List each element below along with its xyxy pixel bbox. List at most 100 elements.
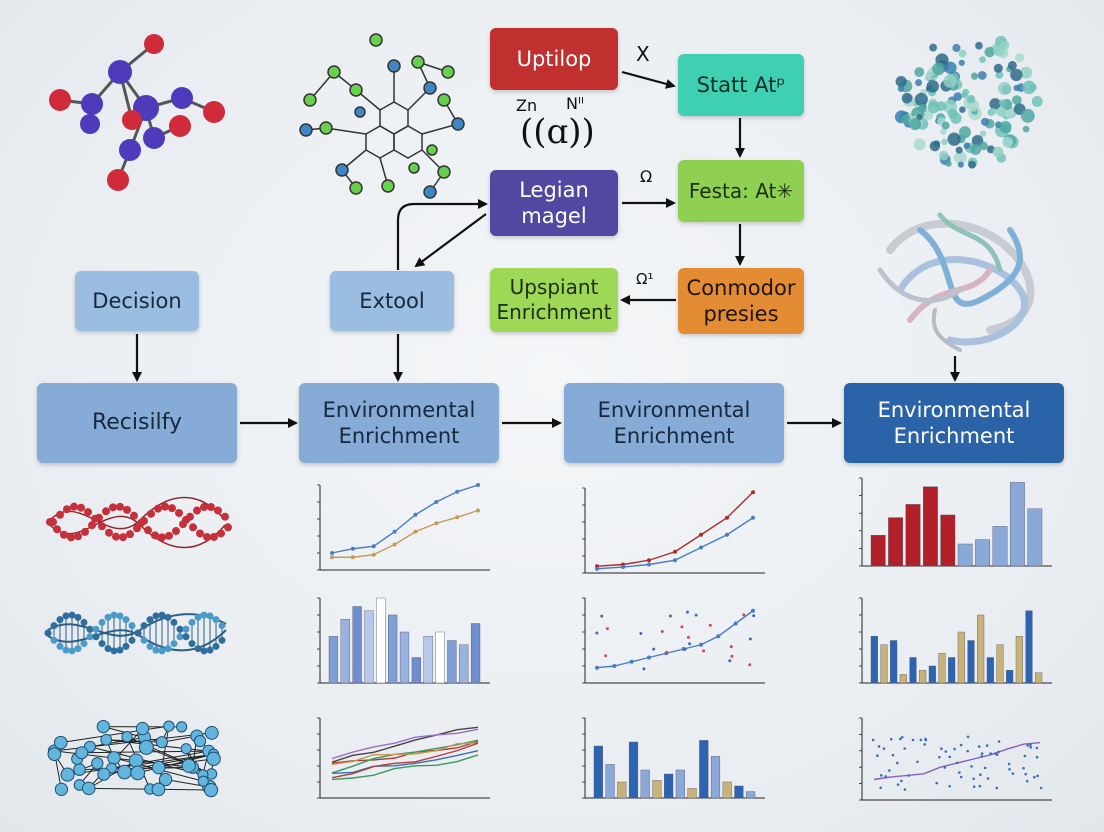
network-bead xyxy=(176,721,188,733)
protein-atom xyxy=(913,138,926,151)
red-bead xyxy=(105,528,113,537)
chart-scatter-point xyxy=(605,627,609,631)
chart-bar xyxy=(411,657,421,684)
chart-point xyxy=(434,500,439,504)
chart-bar xyxy=(977,614,985,684)
environmental-enrichment-box-1: Environmental Enrichment xyxy=(299,383,499,463)
chart-bar xyxy=(967,640,975,684)
blue-bead xyxy=(80,640,88,648)
chart-point xyxy=(392,542,397,547)
chart-bar xyxy=(905,504,921,567)
uptilop-box: Uptilop xyxy=(490,28,618,90)
conmodor-box: Conmodor presies xyxy=(678,268,804,334)
chart-scatter-point xyxy=(600,614,604,618)
protein-atom xyxy=(895,75,907,88)
chart-scatter-point xyxy=(752,614,756,618)
protein-atom xyxy=(897,85,905,93)
blue-bead xyxy=(104,613,112,621)
protein-atom xyxy=(970,144,982,155)
chart-scatter-point xyxy=(903,788,907,791)
red-bead xyxy=(102,507,110,516)
red-bead xyxy=(74,532,82,541)
network-bead xyxy=(91,757,104,770)
paren-a-label: ((ɑ)) xyxy=(520,112,595,152)
blue-bead xyxy=(62,646,70,654)
protein-atom xyxy=(1000,40,1010,50)
mini-charts xyxy=(317,477,1052,801)
protein-atom xyxy=(979,56,986,63)
chart-scatter-point xyxy=(1022,766,1025,770)
network-bead xyxy=(97,767,111,781)
blue-bead xyxy=(194,613,202,621)
network-bead xyxy=(73,763,86,776)
omega-label-2: Ω¹ xyxy=(636,270,654,288)
protein-atom xyxy=(901,114,911,124)
chart-scatter-point xyxy=(953,747,956,751)
protein-atom xyxy=(915,79,923,87)
blue-bead xyxy=(74,613,82,621)
blue-bead xyxy=(50,636,58,644)
protein-atom xyxy=(1002,136,1014,148)
chart-scatter-point xyxy=(900,779,903,783)
chart-scatter-point xyxy=(966,749,969,753)
chart-bar xyxy=(722,781,732,799)
chart-bar xyxy=(909,657,917,684)
chart-scatter-point xyxy=(660,630,664,634)
chart-scatter-point xyxy=(879,774,883,777)
chart-bar xyxy=(870,636,878,684)
blue-bead xyxy=(134,629,142,637)
blue-bead xyxy=(152,646,160,654)
protein-atom xyxy=(926,80,939,93)
chart-bar xyxy=(940,514,956,567)
chart-bar xyxy=(640,769,650,799)
chart-scatter-point xyxy=(935,781,939,785)
chart-scatter-point xyxy=(742,613,746,617)
red-bead xyxy=(88,521,96,530)
chart-point xyxy=(751,515,755,520)
red-bead xyxy=(168,504,176,513)
blue-bead xyxy=(194,645,202,653)
chart-point xyxy=(455,515,460,520)
chart-point xyxy=(629,659,634,664)
chart-scatter-point xyxy=(668,614,672,618)
chart-line xyxy=(331,742,479,779)
red-bead xyxy=(116,502,124,511)
omega-label-1: Ω xyxy=(640,167,653,186)
network-bead xyxy=(203,782,219,798)
blue-bead xyxy=(182,625,190,633)
chart-scatter-point xyxy=(985,744,989,747)
blue-bead xyxy=(116,612,124,620)
blue-bead xyxy=(182,633,190,641)
chart-bar xyxy=(1027,508,1043,567)
chart-scatter-point xyxy=(896,783,900,786)
chart-bar xyxy=(388,614,398,684)
statt-box: Statt Atᵖ xyxy=(678,54,804,116)
protein-atom xyxy=(970,72,979,80)
chart-point xyxy=(612,664,617,668)
blue-bead xyxy=(122,616,130,624)
chart-scatter-point xyxy=(685,610,689,614)
chart-bar xyxy=(699,740,709,799)
chart-scatter-point xyxy=(1008,767,1011,771)
blue-bead xyxy=(206,646,214,654)
chart-bar xyxy=(1006,670,1014,684)
chart-scatter-point xyxy=(877,745,881,748)
protein-atom xyxy=(980,117,990,126)
chart-point xyxy=(330,555,334,560)
chart-bar xyxy=(957,631,965,684)
chart-bar xyxy=(870,535,886,567)
chart-line xyxy=(331,726,479,763)
chart-scatter-point xyxy=(729,645,733,649)
red-bead xyxy=(196,529,204,538)
red-bead xyxy=(70,502,78,511)
blue-bead xyxy=(128,636,136,644)
chart-point xyxy=(673,558,677,563)
red-bead xyxy=(119,533,127,542)
blue-bead xyxy=(206,612,214,620)
network-bond xyxy=(106,739,162,743)
chart-scatter-point xyxy=(977,745,981,748)
chart-scatter-point xyxy=(1036,774,1039,778)
chart-bar xyxy=(1035,672,1043,684)
blue-bead xyxy=(110,647,118,655)
chart-point xyxy=(751,608,755,613)
